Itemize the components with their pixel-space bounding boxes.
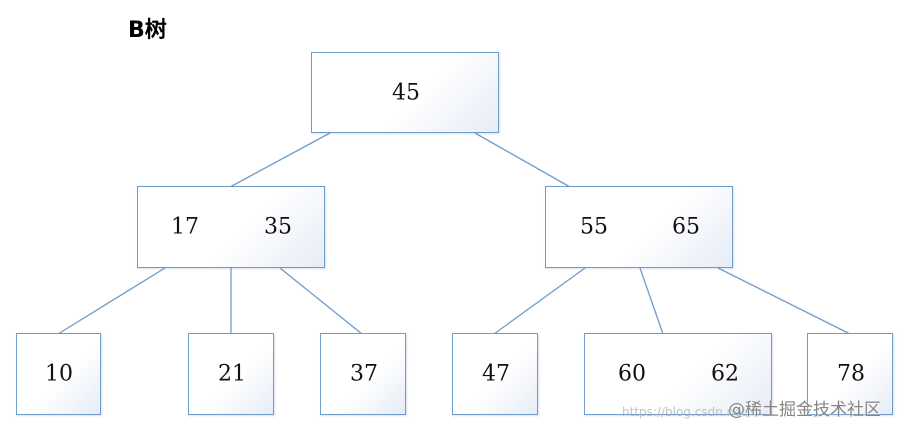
node-key: 45 [392, 80, 420, 106]
watermark-brand: @稀土掘金技术社区 [728, 400, 881, 420]
diagram-title: B树 [128, 18, 167, 43]
node-key: 10 [45, 361, 73, 387]
node-key: 37 [350, 361, 378, 387]
tree-leaf: 60 62 [584, 333, 772, 415]
node-key: 55 [580, 214, 608, 240]
node-key: 17 [171, 214, 199, 240]
tree-leaf: 47 [452, 333, 538, 415]
node-key: 60 [618, 361, 646, 387]
tree-node-level1-right: 55 65 [545, 186, 733, 268]
node-key: 21 [218, 361, 246, 387]
node-key: 65 [672, 214, 700, 240]
edge-right-child2 [639, 267, 664, 335]
tree-node-root: 45 [311, 52, 499, 133]
node-key: 62 [711, 361, 739, 387]
node-key: 78 [837, 361, 865, 387]
tree-leaf: 10 [16, 333, 101, 415]
node-key: 47 [482, 361, 510, 387]
tree-leaf: 37 [320, 333, 406, 415]
node-key: 35 [264, 214, 292, 240]
edge-root-right [474, 132, 571, 188]
edge-right-child3 [717, 267, 851, 335]
edge-root-left [229, 132, 331, 188]
edge-left-child3 [279, 267, 363, 335]
edge-right-child1 [493, 267, 586, 335]
tree-leaf: 21 [188, 333, 274, 415]
edge-left-child1 [57, 267, 166, 335]
watermark-url: https://blog.csdn.net/... [622, 405, 762, 419]
tree-node-level1-left: 17 35 [137, 186, 325, 268]
tree-leaf: 78 [807, 333, 893, 415]
